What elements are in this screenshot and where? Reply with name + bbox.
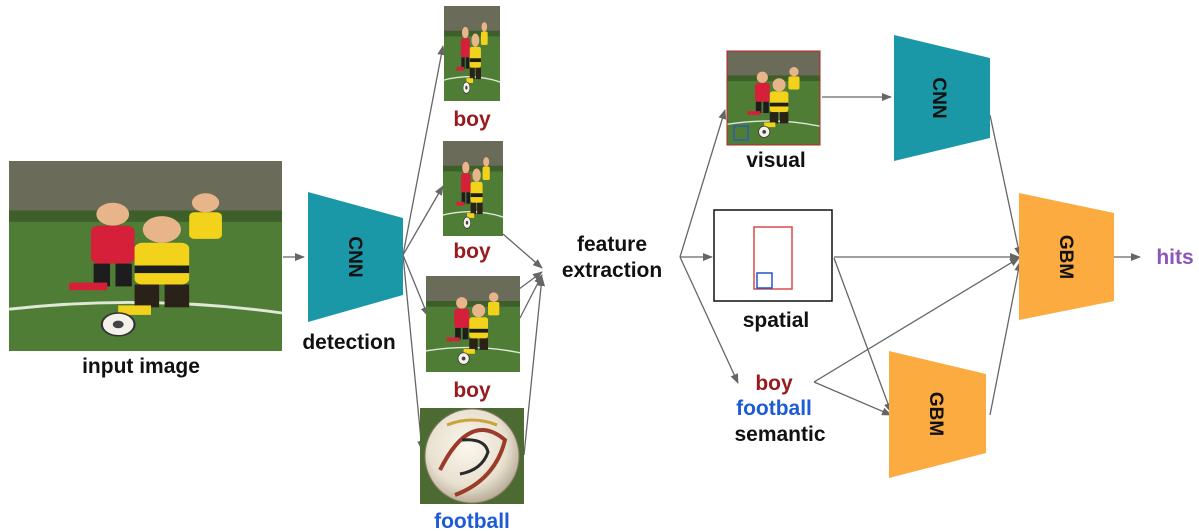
arrow-cnn-to-gbm [989, 114, 1023, 257]
spatial-small-box [756, 272, 773, 289]
detection-crop-3 [425, 275, 521, 373]
input-image-label: input image [82, 355, 200, 378]
feature-extraction-label-line2: extraction [562, 259, 662, 282]
arrows [283, 45, 1141, 456]
cnn-detection-label: CNN [344, 236, 365, 277]
detection-label-2: boy [453, 240, 491, 263]
arrow-cnn-to-det3 [402, 254, 429, 317]
arrow-semantic-to-gbm [813, 257, 1020, 383]
arrow-det4-to-feature [523, 276, 546, 456]
arrow-gbm2-to-gbm [989, 261, 1023, 416]
cnn-visual-block [894, 35, 990, 161]
detection-crop-1 [443, 5, 501, 102]
hits-label: hits [1156, 246, 1193, 269]
arrow-spatial-to-gbm2 [833, 257, 892, 413]
semantic-word-boy: boy [755, 372, 793, 395]
detection-label: detection [302, 331, 395, 354]
arrow-cnn-to-det4 [402, 254, 426, 451]
arrow-feature-to-semantic [679, 256, 739, 384]
feature-extraction-label-line1: feature [577, 233, 647, 256]
input-image [9, 161, 282, 351]
gbm-main-block [1019, 193, 1114, 320]
spatial-feature-box [713, 209, 833, 302]
cnn-visual-label: CNN [928, 77, 949, 118]
arrow-cnn-to-det1 [402, 45, 446, 256]
detection-label-1: boy [453, 108, 491, 131]
detection-label-3: boy [453, 379, 491, 402]
visual-label: visual [746, 149, 806, 172]
arrow-feature-to-visual [679, 109, 727, 258]
visual-image-border [726, 50, 821, 146]
arrow-cnn-to-det2 [402, 185, 444, 256]
cnn-detection-block [308, 192, 403, 322]
semantic-word-football: football [736, 397, 812, 420]
detection-label-4: football [434, 510, 510, 531]
visual-feature-image [726, 50, 821, 146]
detection-crop-2 [442, 140, 504, 237]
gbm-semantic-block [889, 351, 986, 478]
semantic-label: semantic [734, 423, 825, 446]
gbm-main-label: GBM [1055, 235, 1076, 279]
visual-small-box [733, 125, 749, 141]
arrow-det2-to-feature [502, 233, 543, 269]
arrow-semantic-to-gbm2 [813, 381, 892, 416]
gbm-semantic-label: GBM [925, 392, 946, 436]
spatial-label: spatial [743, 309, 810, 332]
detection-crop-4-football [420, 408, 524, 504]
spatial-big-box [753, 226, 793, 290]
